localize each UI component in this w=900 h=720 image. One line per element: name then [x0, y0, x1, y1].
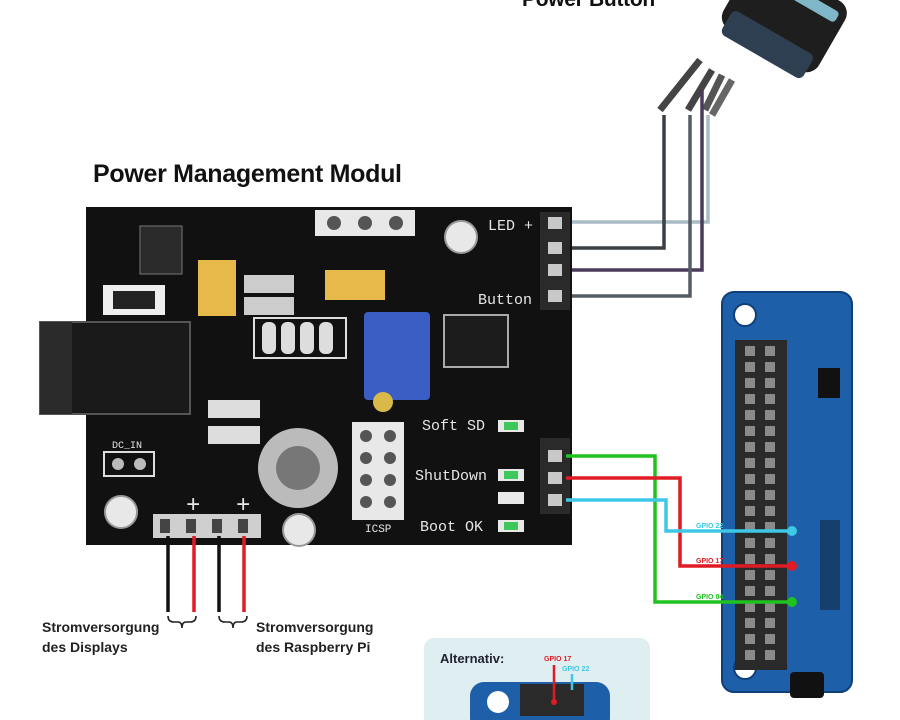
gpio-pin — [745, 570, 755, 580]
gpio-pin — [745, 554, 755, 564]
module-title: Power Management Modul — [93, 160, 402, 188]
gpio-pin — [745, 586, 755, 596]
gpio-pin — [745, 346, 755, 356]
gpio-pin — [765, 634, 775, 644]
plus-sign-right: + — [236, 493, 250, 520]
gpio-pin — [745, 538, 755, 548]
gpio-pin — [765, 410, 775, 420]
gpio17-label: GPIO 17 — [696, 558, 723, 565]
gpio-pin — [765, 362, 775, 372]
gpio-pin — [745, 442, 755, 452]
gpio-pin — [745, 634, 755, 644]
gpio-pin — [745, 650, 755, 660]
icsp-label: ICSP — [365, 524, 392, 536]
gpio-pin — [765, 618, 775, 628]
gpio-pin — [745, 394, 755, 404]
pi-supply-line1: Stromversorgung — [256, 619, 374, 635]
display-supply-line1: Stromversorgung — [42, 619, 160, 635]
gpio-pin — [765, 538, 775, 548]
status-label-boot-ok: Boot OK — [420, 519, 483, 536]
gpio-pin — [745, 458, 755, 468]
gpio-pin — [765, 458, 775, 468]
inset-gpio17-label: GPIO 17 — [544, 656, 571, 663]
pi-supply-line2: des Raspberry Pi — [256, 639, 371, 655]
gpio-pin — [745, 362, 755, 372]
inset-gpio22-label: GPIO 22 — [562, 666, 589, 673]
gpio-pin — [745, 522, 755, 532]
gpio-pin — [765, 474, 775, 484]
power-management-board — [39, 207, 572, 547]
gpio-pin — [765, 586, 775, 596]
gpio-pin — [745, 602, 755, 612]
gpio-wires — [566, 454, 792, 604]
gpio-pin — [765, 506, 775, 516]
gpio-pin — [765, 554, 775, 564]
gpio-pin — [765, 346, 775, 356]
status-label-soft-sd: Soft SD — [422, 418, 485, 435]
raspberry-pi-hat — [721, 291, 853, 698]
display-supply-line2: des Displays — [42, 639, 128, 655]
gpio-pin — [745, 618, 755, 628]
display-supply-caption: Stromversorgung des Displays — [42, 617, 159, 657]
gpio-pin — [745, 378, 755, 388]
alternative-label: Alternativ: — [440, 651, 505, 666]
gpio-header — [735, 340, 787, 670]
pi-supply-caption: Stromversorgung des Raspberry Pi — [256, 617, 373, 657]
gpio-pin — [765, 490, 775, 500]
gpio-pin — [745, 474, 755, 484]
supply-wires — [166, 536, 246, 612]
power-button — [657, 0, 847, 117]
plus-sign-left: + — [186, 493, 200, 520]
gpio04-label: GPIO 04 — [696, 594, 723, 601]
gpio-pin — [745, 490, 755, 500]
gpio-pin — [765, 650, 775, 660]
gpio-pin — [745, 426, 755, 436]
board-silkscreen: LED + Button Soft SD ShutDown Boot OK IC… — [112, 218, 533, 536]
gpio-pin — [745, 410, 755, 420]
gpio-pin — [765, 394, 775, 404]
gpio-pin — [745, 506, 755, 516]
gpio-pin — [765, 522, 775, 532]
gpio-wire-ends — [787, 526, 797, 607]
alternative-inset: GPIO 17 GPIO 22 — [424, 638, 650, 720]
gpio-pin — [765, 602, 775, 612]
gpio-pin — [765, 426, 775, 436]
supply-braces — [167, 615, 248, 629]
pin-label-button: Button — [478, 292, 532, 309]
gpio-pin — [765, 442, 775, 452]
gpio-pin — [765, 570, 775, 580]
gpio22-label: GPIO 22 — [696, 523, 723, 530]
status-label-shutdown: ShutDown — [415, 468, 487, 485]
button-wires — [570, 90, 710, 298]
dc-in-label: DC_IN — [112, 441, 142, 452]
pin-label-led-plus: LED + — [488, 218, 533, 235]
power-button-title: Power Button — [522, 0, 655, 12]
gpio-pin — [765, 378, 775, 388]
